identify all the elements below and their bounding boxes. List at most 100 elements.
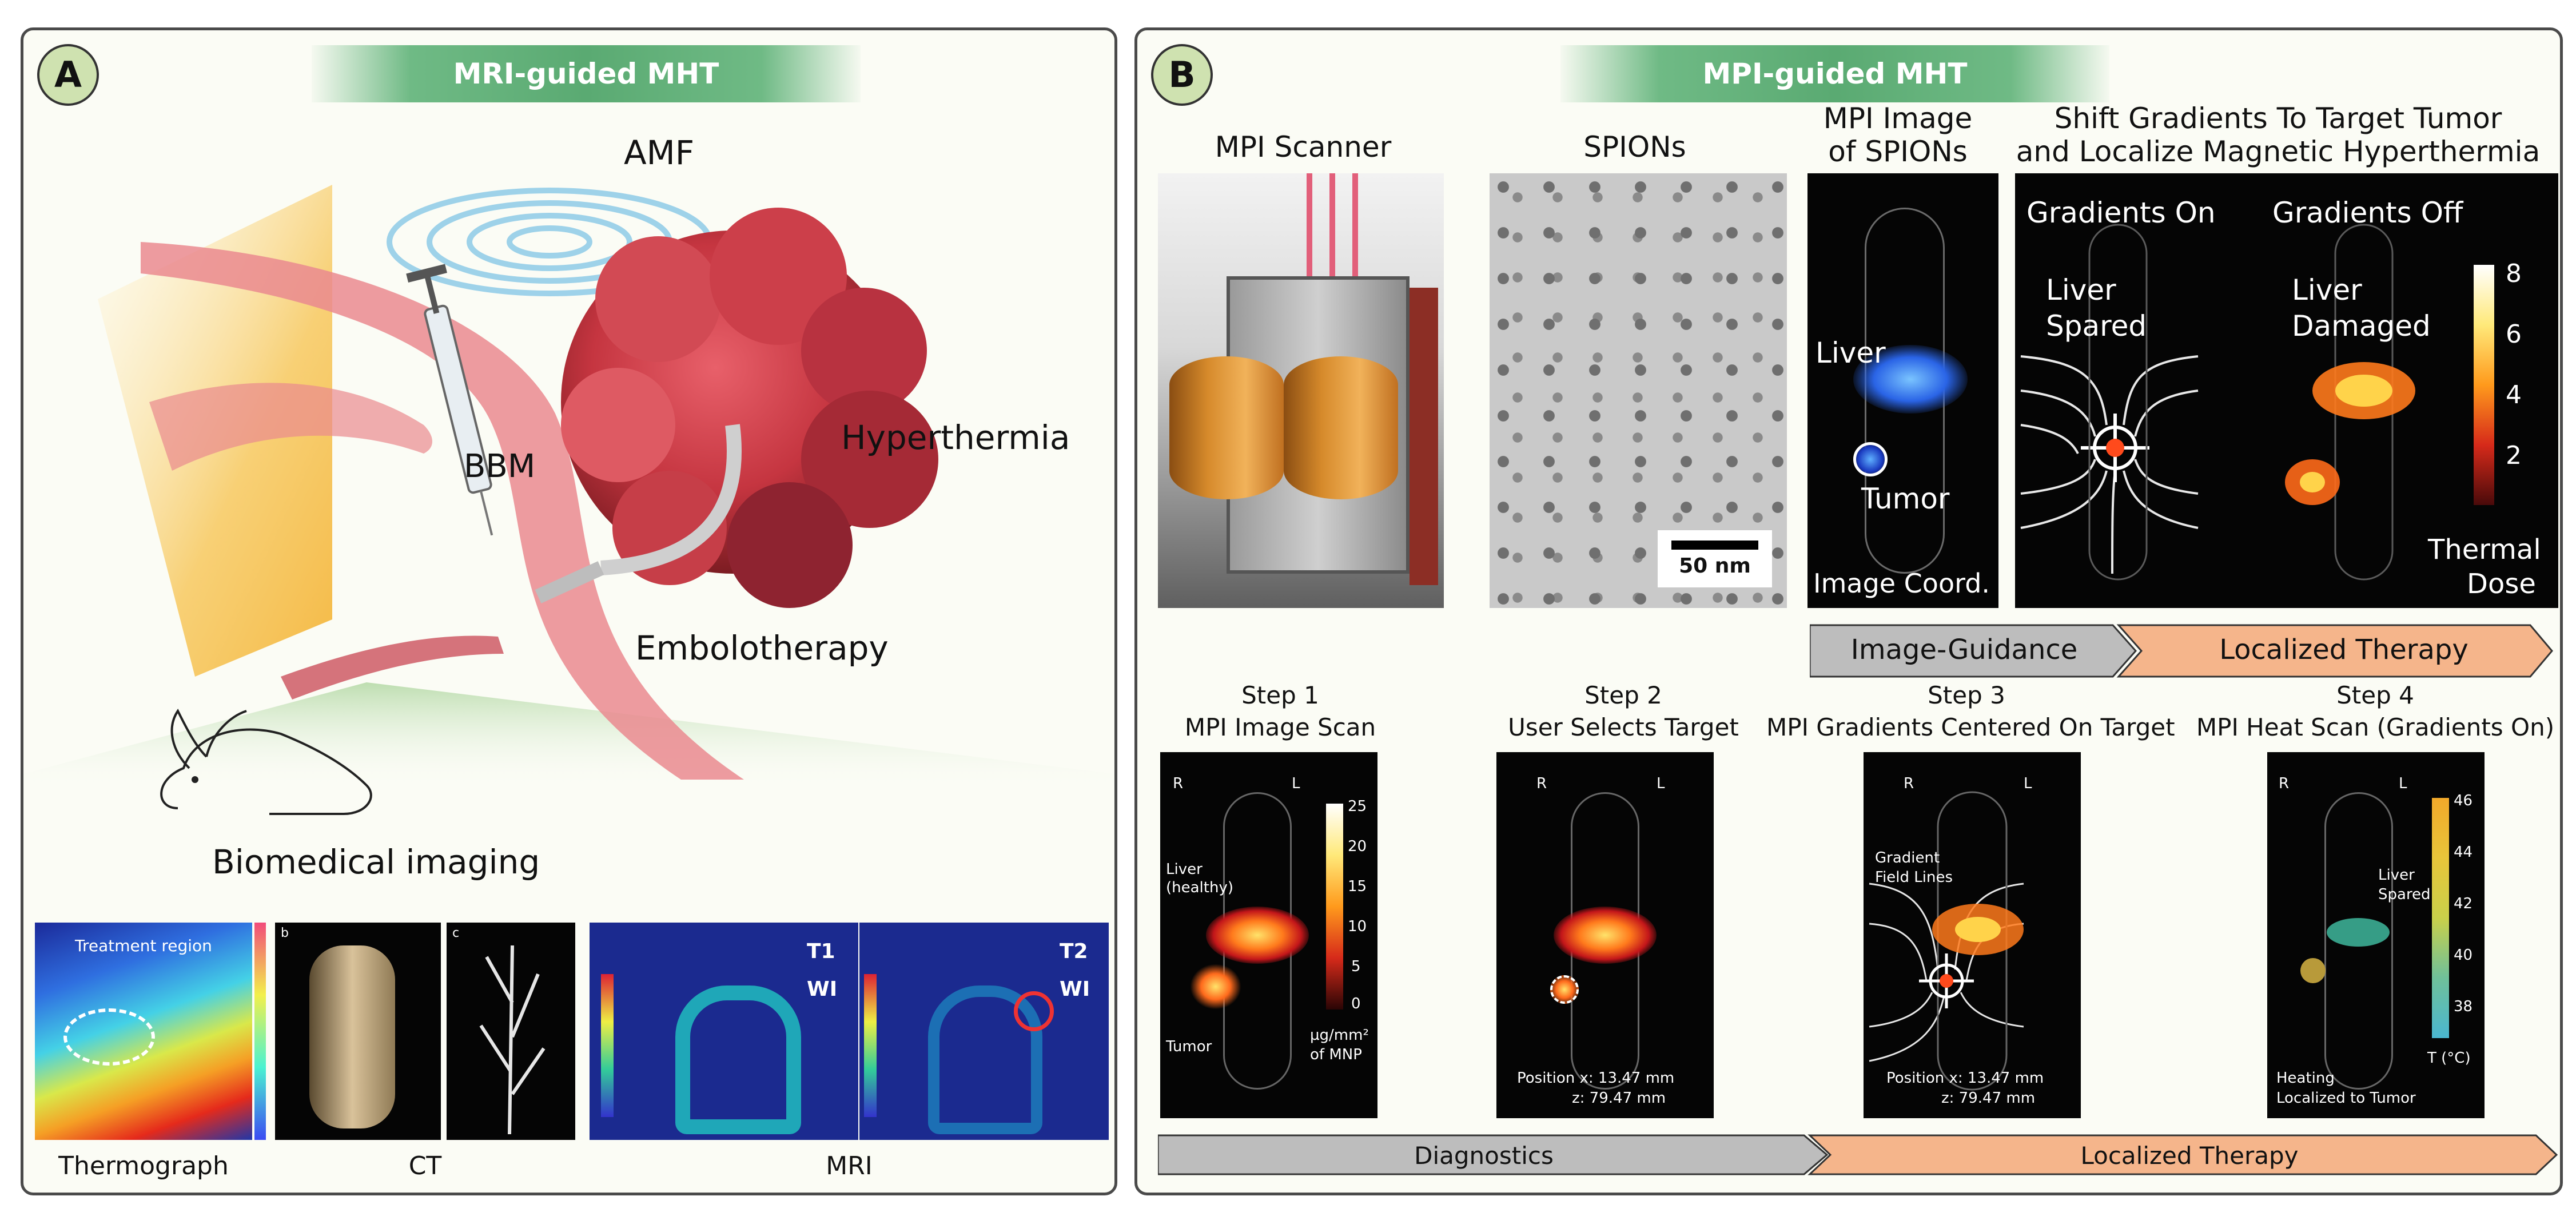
tumor-signal: [1853, 442, 1888, 476]
step4-tick-38: 38: [2454, 998, 2473, 1015]
localized-therapy-top-arrow: Localized Therapy: [2219, 634, 2468, 666]
step1-tick-5: 5: [1351, 958, 1361, 975]
step4-heating-2: Localized to Tumor: [2276, 1090, 2416, 1107]
step2-subtitle: User Selects Target: [1508, 713, 1739, 741]
step1-subtitle: MPI Image Scan: [1184, 713, 1376, 741]
step1-liver-1: Liver: [1166, 861, 1203, 878]
step2-image: R L Position x: 13.47 mm z: 79.47 mm: [1496, 752, 1714, 1118]
treatment-region-label: Treatment region: [75, 936, 212, 955]
blood-vessel: [141, 242, 744, 780]
step2-target-marker: [1550, 975, 1579, 1004]
image-guidance-arrow: Image-Guidance: [1850, 634, 2078, 666]
liver-damaged-1: Liver: [2292, 273, 2362, 307]
mpi-tumor-label: Tumor: [1861, 482, 1950, 515]
shift-title-1: Shift Gradients To Target Tumor: [2054, 102, 2502, 135]
step4-liver-2: Spared: [2378, 886, 2431, 903]
mpi-scanner-photo: [1158, 173, 1444, 608]
gradient-field-lines: [2020, 224, 2415, 581]
step2-title: Step 2: [1584, 681, 1662, 709]
step3-gradient-2: Field Lines: [1875, 869, 1953, 886]
embolized-segment: [281, 635, 504, 700]
step3-title: Step 3: [1928, 681, 2005, 709]
mri-t2-label: T2: [1060, 940, 1088, 963]
step3-crosshair-icon: [1919, 953, 1974, 1008]
step4-subtitle: MPI Heat Scan (Gradients On): [2196, 713, 2555, 741]
step3-gradient-1: Gradient: [1875, 849, 1940, 867]
step1-liver-2: (healthy): [1166, 879, 1233, 896]
step4-liver-1: Liver: [2378, 867, 2415, 884]
step4-tumor-heat: [2300, 958, 2326, 983]
step4-r: R: [2279, 775, 2290, 792]
mpi-image-title-2: of SPIONs: [1828, 135, 1968, 168]
mpi-image-title-1: MPI Image: [1823, 102, 1973, 135]
panel-a-banner: MRI-guided MHT: [312, 45, 861, 102]
panel-a-badge: A: [37, 44, 99, 106]
gradients-on-label: Gradients On: [2026, 196, 2216, 229]
scale-bar-label: 50 nm: [1679, 554, 1751, 578]
step1-image: R L Liver (healthy) Tumor 25 20 15 10 5 …: [1160, 752, 1377, 1118]
liver-signal: [1853, 345, 1968, 414]
spions-title: SPIONs: [1583, 130, 1686, 164]
thermal-dose-2: Dose: [2467, 568, 2536, 600]
thermal-dose-1: Thermal: [2428, 534, 2541, 566]
step4-tick-44: 44: [2454, 844, 2473, 861]
catheter: [600, 424, 742, 575]
step4-tick-42: 42: [2454, 895, 2473, 912]
step1-tick-20: 20: [1348, 838, 1367, 855]
step1-tick-25: 25: [1348, 798, 1367, 815]
localized-therapy-bottom-arrow: Localized Therapy: [2080, 1142, 2299, 1170]
panel-a: A MRI-guided MHT: [21, 27, 1117, 1195]
mht-illustration: [23, 185, 1114, 815]
ct-sub-b: b: [281, 926, 289, 940]
td-tick-4: 4: [2506, 380, 2522, 410]
step4-l: L: [2399, 775, 2407, 792]
step4-tick-46: 46: [2454, 792, 2473, 809]
mri-t2-wi-label: WI: [1060, 977, 1090, 1001]
step1-tumor: Tumor: [1166, 1038, 1212, 1055]
tumor-mass: [561, 208, 938, 608]
step2-l: L: [1657, 775, 1665, 792]
gradient-shift-image: Gradients On Gradients Off Liver Spared …: [2015, 173, 2558, 608]
rabbit-icon: [160, 709, 372, 815]
td-tick-8: 8: [2506, 259, 2522, 288]
crosshair-icon: [2081, 414, 2149, 482]
step4-title: Step 4: [2336, 681, 2414, 709]
td-tick-6: 6: [2506, 320, 2522, 349]
mri-t2-image: T2 WI: [859, 923, 1109, 1140]
step4-image: R L Liver Spared 46 44 42 40 38 T (°C) H…: [2267, 752, 2485, 1118]
liver-damaged-2: Damaged: [2292, 309, 2431, 343]
liver-spared-1: Liver: [2046, 273, 2116, 307]
syringe-icon: [406, 264, 493, 536]
bottom-arrows: [1158, 1134, 2558, 1175]
step1-tick-10: 10: [1348, 918, 1367, 935]
step3-image: R L Gradient Field Lines Position x: 13.…: [1864, 752, 2081, 1118]
middle-arrows: [1810, 624, 2553, 678]
ct-caption: CT: [408, 1151, 442, 1181]
treatment-region-outline: [63, 1008, 155, 1066]
diagnostics-arrow: Diagnostics: [1414, 1142, 1554, 1170]
step1-unit-2: of MNP: [1310, 1046, 1362, 1063]
image-coord-label: Image Coord.: [1813, 568, 1990, 599]
step4-liver-region: [2327, 918, 2390, 947]
bbm-label: BBM: [464, 448, 536, 485]
embolotherapy-label: Embolotherapy: [635, 629, 889, 667]
shift-title-2: and Localize Magnetic Hyperthermia: [2016, 135, 2541, 168]
scanner-title: MPI Scanner: [1215, 130, 1392, 164]
step1-r: R: [1173, 775, 1184, 792]
td-tick-2: 2: [2506, 441, 2522, 470]
mpi-liver-label: Liver: [1815, 336, 1886, 369]
step1-tick-15: 15: [1348, 878, 1367, 895]
step2-pos-1: Position x: 13.47 mm: [1517, 1070, 1675, 1087]
imaging-beam-bottom: [23, 682, 1114, 791]
mri-t1-wi-label: WI: [807, 977, 838, 1001]
mpi-image-spions: Liver Tumor Image Coord.: [1807, 173, 1998, 608]
step2-pos-2: z: 79.47 mm: [1572, 1090, 1666, 1107]
gradients-off-label: Gradients Off: [2272, 196, 2463, 229]
step1-unit-1: µg/mm²: [1310, 1027, 1369, 1044]
amf-label: AMF: [624, 133, 695, 172]
mri-t1-image: T1 WI: [590, 923, 858, 1140]
spions-tem-image: 50 nm: [1490, 173, 1787, 608]
hyperthermia-label: Hyperthermia: [841, 418, 1070, 457]
mri-caption: MRI: [826, 1151, 873, 1181]
step3-l: L: [2024, 775, 2032, 792]
